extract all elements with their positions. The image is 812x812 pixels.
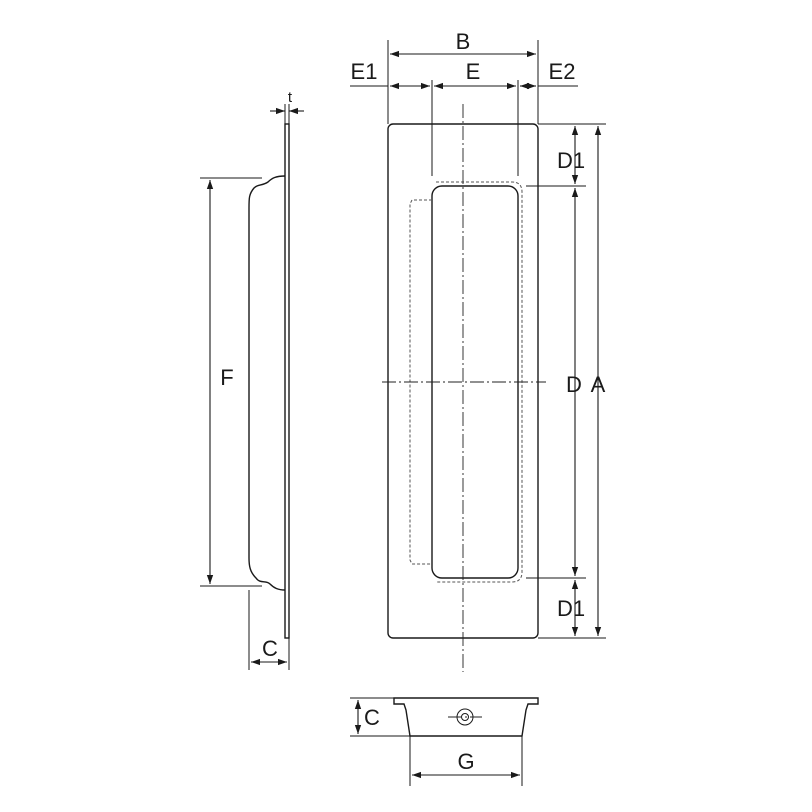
right-dimensions	[526, 123, 606, 639]
label-d1-top: D1	[557, 148, 585, 173]
side-cup-profile	[248, 175, 286, 591]
label-d1-bottom: D1	[557, 596, 585, 621]
top-dimensions	[350, 40, 578, 176]
label-e: E	[466, 59, 481, 84]
label-e2: E2	[549, 59, 576, 84]
label-g: G	[457, 749, 474, 774]
label-d: D	[566, 372, 582, 397]
bottom-view	[350, 697, 539, 786]
label-b: B	[456, 29, 471, 54]
label-c-bottom: C	[364, 705, 380, 730]
label-f: F	[220, 365, 233, 390]
label-c-side: C	[262, 636, 278, 661]
label-a: A	[591, 372, 606, 397]
side-view	[200, 104, 304, 670]
front-view	[382, 104, 546, 672]
side-flange	[284, 123, 290, 639]
label-e1: E1	[351, 59, 378, 84]
label-t: t	[288, 89, 293, 106]
